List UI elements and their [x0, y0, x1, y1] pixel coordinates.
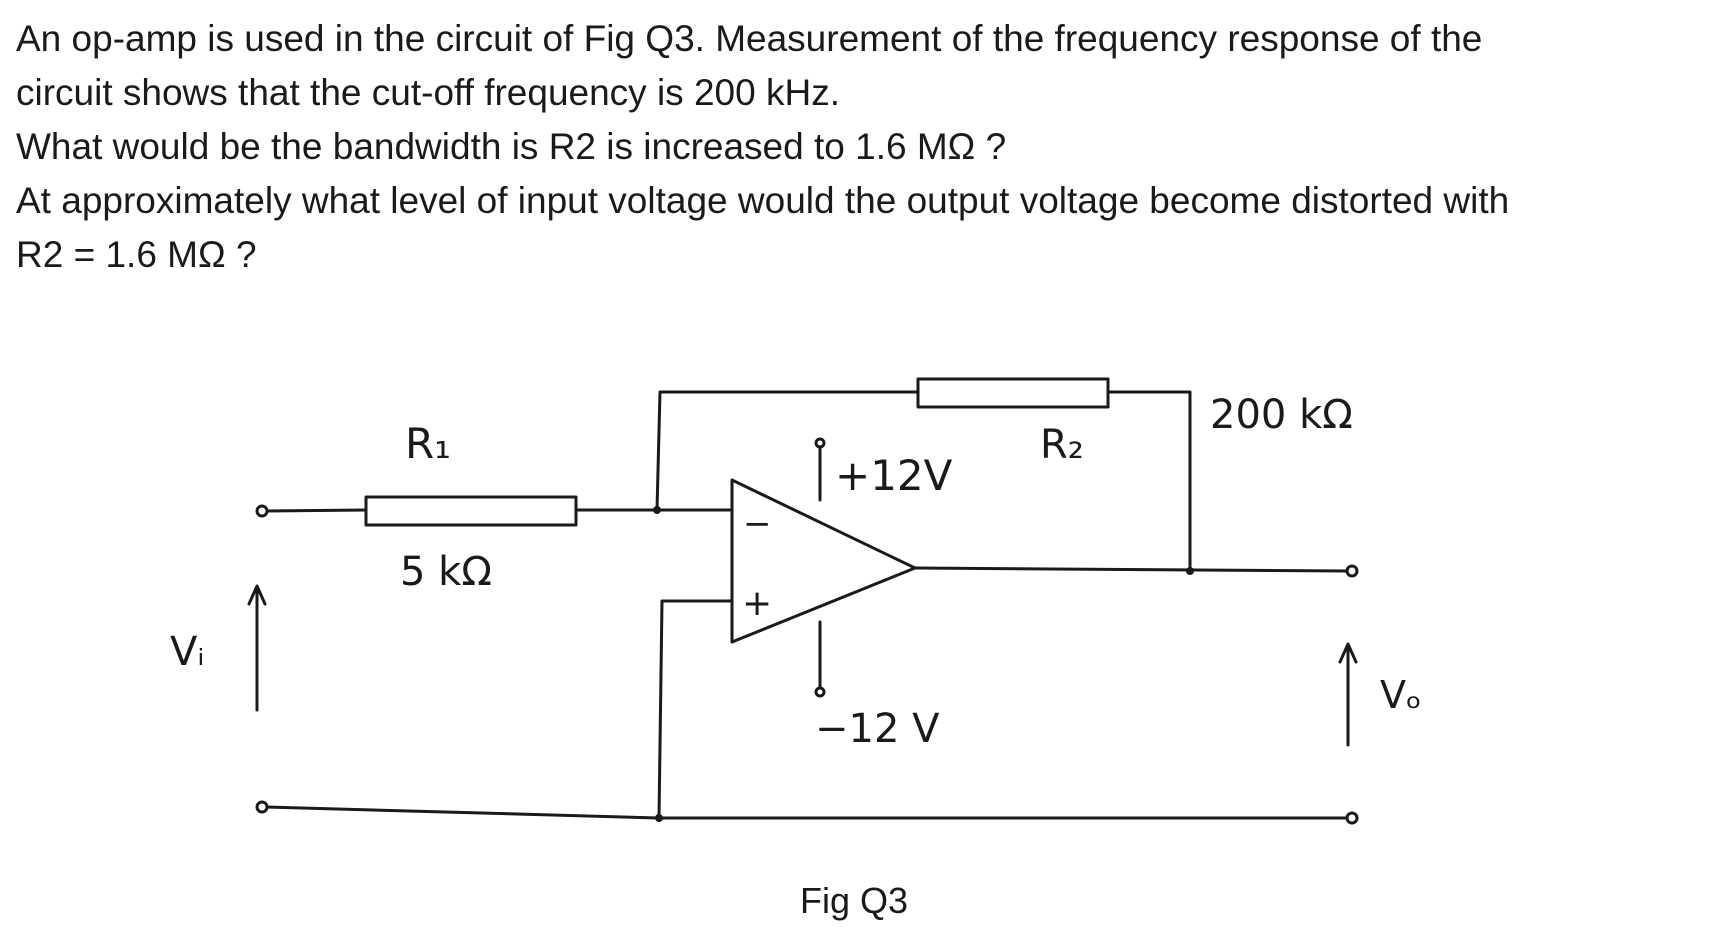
question-line-3: What would be the bandwidth is R2 is inc…: [16, 126, 1007, 167]
figure-caption: Fig Q3: [800, 880, 909, 921]
feedback-wire-right: [1106, 390, 1192, 573]
positive-supply-label: +12V: [835, 451, 953, 500]
input-wire: [264, 508, 368, 513]
r1-label: R₁: [405, 419, 451, 468]
inverting-input-sign: −: [743, 504, 772, 544]
op-amp-symbol: [730, 478, 917, 644]
positive-supply-terminal: [814, 437, 826, 449]
vo-arrow: [1338, 642, 1358, 747]
question-text: An op-amp is used in the circuit of Fig …: [16, 12, 1696, 282]
feedback-wire-left: [655, 390, 920, 512]
output-wire: [913, 566, 1350, 573]
r2-resistor: [916, 377, 1110, 409]
r2-value: 200 kΩ: [1210, 392, 1353, 438]
ground-node-dot: [655, 814, 663, 822]
question-line-1: An op-amp is used in the circuit of Fig …: [16, 18, 1483, 59]
negative-supply-label: −12 V: [815, 706, 940, 752]
question-line-4: At approximately what level of input vol…: [16, 180, 1510, 221]
vi-label: Vᵢ: [170, 629, 205, 675]
inverting-node-dot: [653, 506, 661, 514]
noninverting-input-sign: +: [742, 583, 772, 624]
question-line-5: R2 = 1.6 MΩ ?: [16, 234, 257, 275]
vo-label: Vₒ: [1380, 673, 1422, 717]
r2-label: R₂: [1040, 422, 1084, 468]
output-terminal-top: [1345, 564, 1359, 578]
output-terminal-bottom: [1345, 811, 1359, 825]
input-terminal-top: [255, 504, 269, 518]
vi-arrow: [247, 584, 267, 712]
output-node-dot: [1186, 567, 1194, 575]
r1-value: 5 kΩ: [400, 549, 492, 595]
noninverting-input-wire: [657, 599, 734, 820]
negative-supply-terminal: [814, 686, 826, 698]
r1-resistor: [364, 495, 578, 527]
question-line-2: circuit shows that the cut-off frequency…: [16, 72, 840, 113]
ground-wire: [264, 805, 1350, 820]
input-terminal-bottom: [255, 800, 269, 814]
